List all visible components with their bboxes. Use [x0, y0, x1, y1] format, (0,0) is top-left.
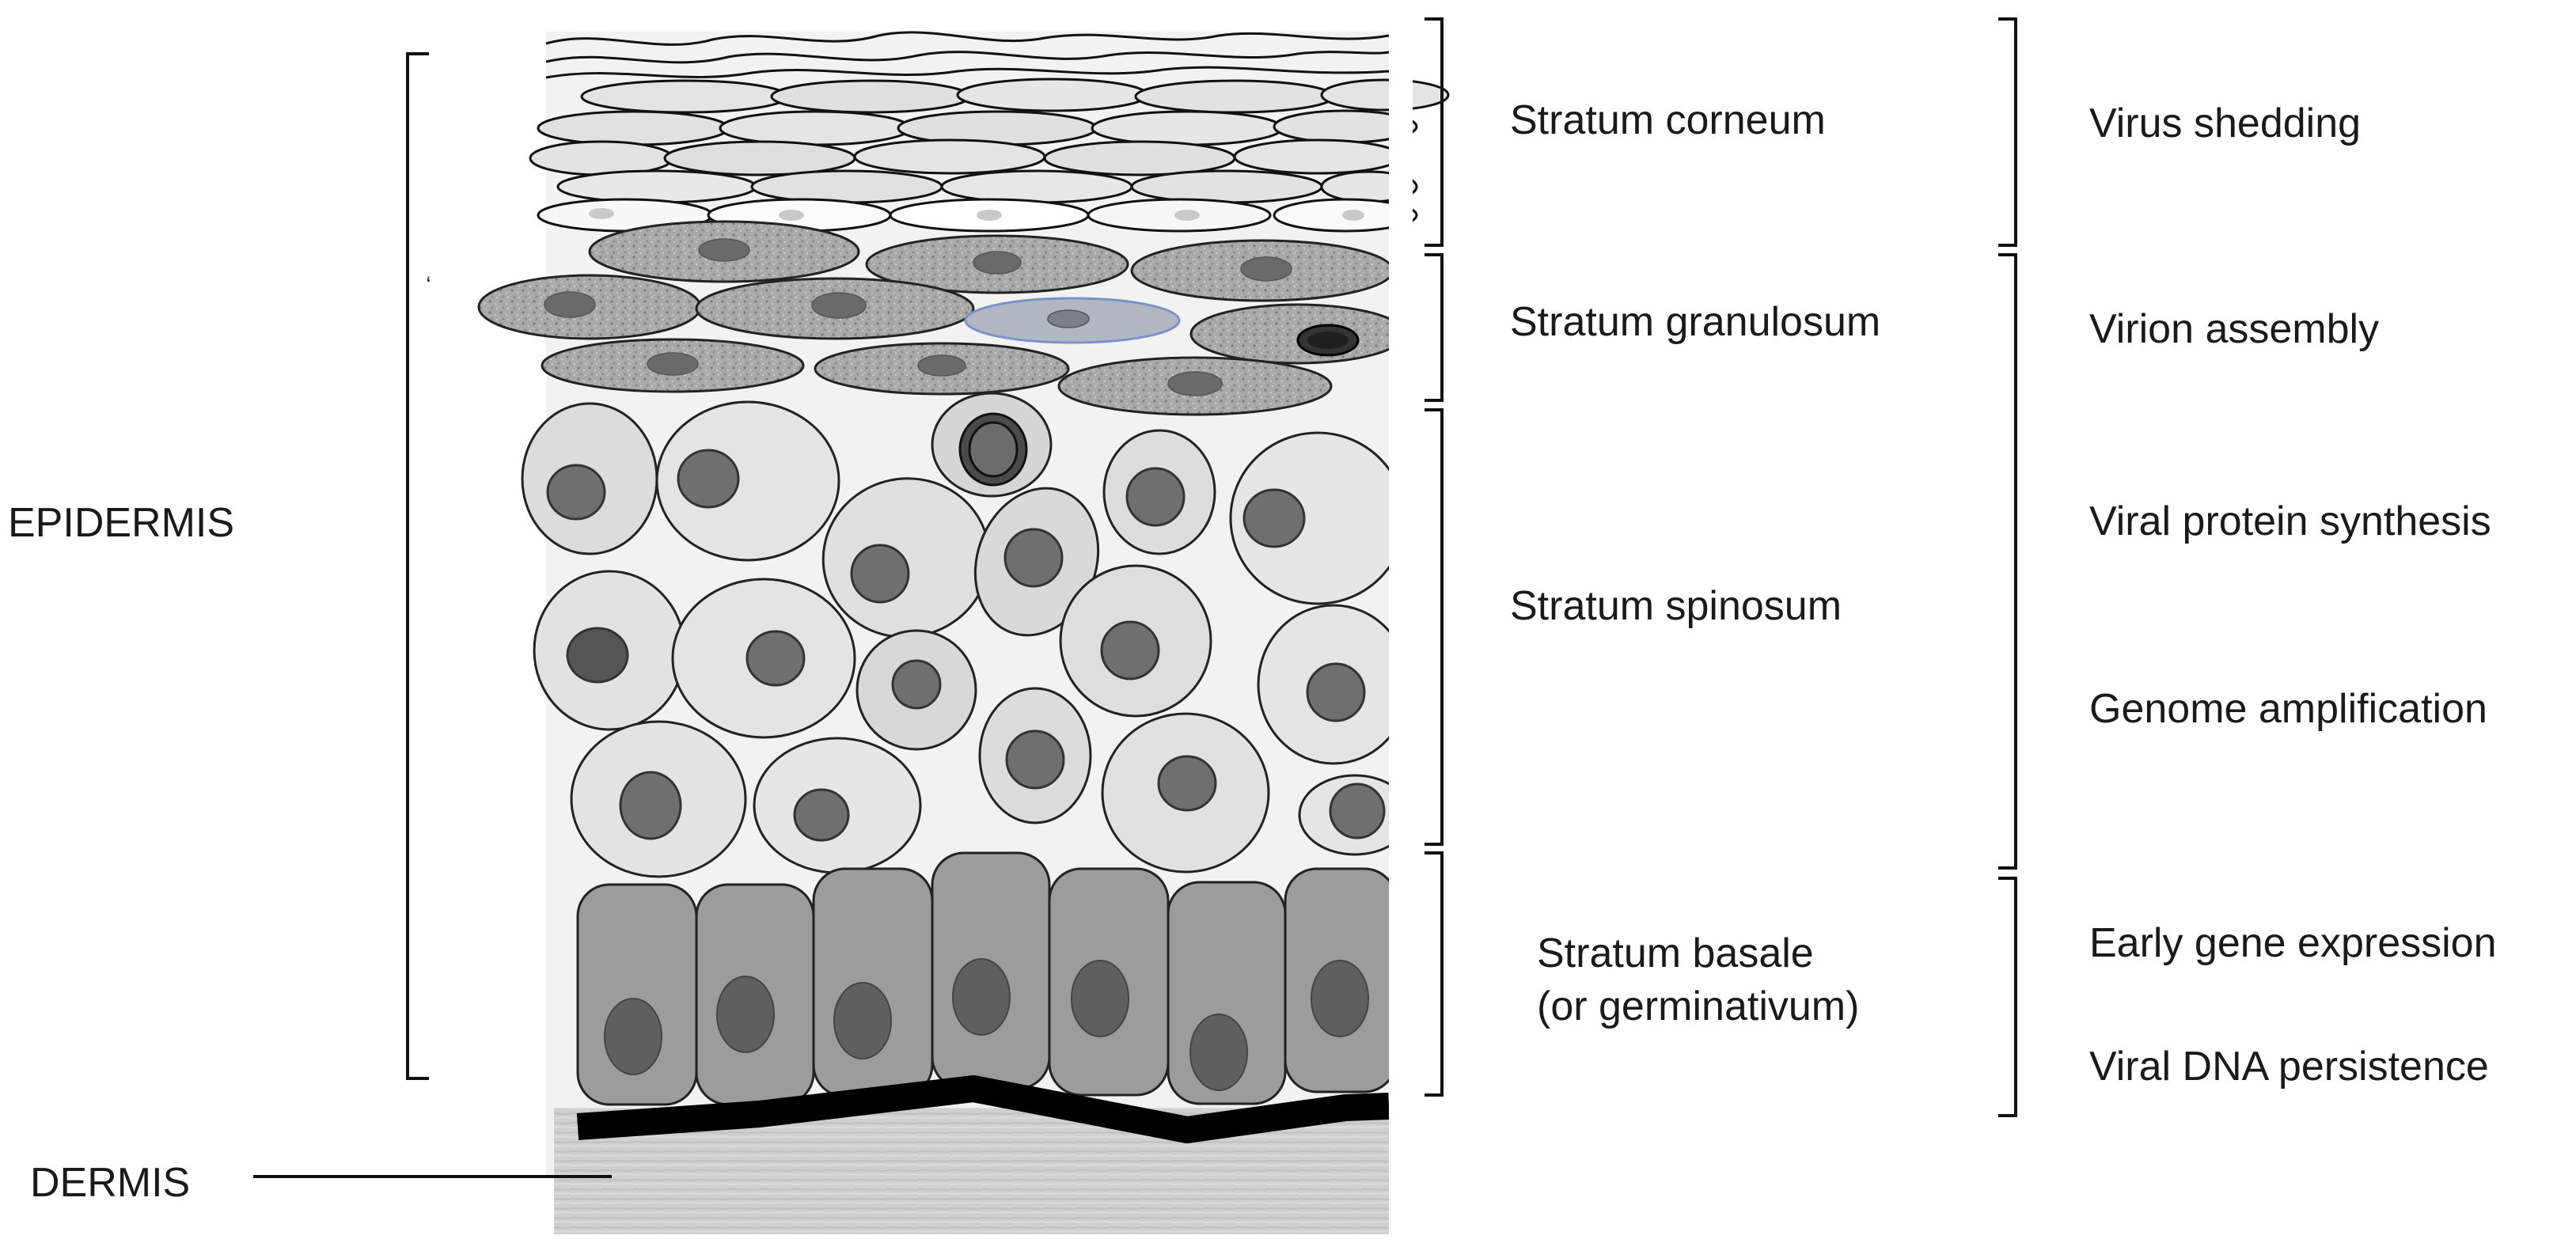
- corneum-cell: [1134, 79, 1335, 114]
- genome-amplification-label: Genome amplification: [2089, 686, 2487, 732]
- corneum-cell: [1320, 78, 1450, 112]
- basal-cell: [812, 867, 934, 1098]
- granular-cell: [1189, 303, 1406, 365]
- basal-nuclei: [604, 958, 1369, 1091]
- epidermis-bracket: [406, 52, 429, 1080]
- corneum-cell: [750, 169, 943, 204]
- spinous-nucleus-infected: [968, 421, 1019, 478]
- corneum-cell: [1091, 110, 1284, 146]
- corneum-cell: [663, 140, 856, 176]
- corneum-cell: [853, 138, 1046, 175]
- basal-infection-bracket: [1998, 877, 2017, 1117]
- early-gene-expression-label: Early gene expression: [2089, 920, 2497, 966]
- corneum-cell: [1233, 138, 1402, 175]
- spinosum-bracket: [1425, 408, 1444, 846]
- stratum-spinosum-label: Stratum spinosum: [1510, 583, 1842, 629]
- margin-cover-right: [1389, 0, 1413, 1243]
- corneum-cell: [940, 169, 1133, 204]
- stratum-basale-cells: [576, 851, 1398, 1106]
- corneum-cell: [770, 79, 971, 114]
- viral-dna-persistence-label: Viral DNA persistence: [2089, 1044, 2489, 1090]
- basale-bracket: [1425, 851, 1444, 1097]
- dermis-label: DERMIS: [30, 1160, 191, 1206]
- corneum-flake: [545, 66, 1390, 79]
- corneum-cell: [956, 78, 1149, 112]
- virus-shedding-label: Virus shedding: [2089, 100, 2362, 146]
- productive-bracket: [1998, 253, 2017, 870]
- corneum-remnant-nuclei: [589, 208, 1364, 221]
- granulosum-bracket: [1425, 253, 1444, 402]
- shedding-bracket: [1998, 17, 2017, 247]
- stratum-basale-line1: Stratum basale: [1537, 930, 1814, 976]
- corneum-cell: [537, 110, 730, 146]
- spinous-nuclei: [546, 449, 1386, 842]
- stratum-basale-label: Stratum basale (or germinativum): [1537, 927, 1859, 1033]
- stratum-granulosum-cells: [477, 220, 1406, 416]
- stratum-granulosum-label: Stratum granulosum: [1510, 299, 1881, 345]
- corneum-flake: [545, 31, 1390, 46]
- corneum-cell: [556, 169, 757, 204]
- spinous-cell: [655, 400, 840, 562]
- epidermis-label: EPIDERMIS: [8, 500, 235, 546]
- corneum-flake: [545, 51, 1390, 64]
- stray-mark: ‘: [426, 272, 431, 298]
- corneum-bracket: [1425, 17, 1444, 247]
- corneum-cell: [1130, 169, 1323, 204]
- stratum-corneum-label: Stratum corneum: [1510, 97, 1826, 143]
- dark-nucleus-inner: [1307, 332, 1349, 349]
- stratum-corneum-cells: [529, 31, 1450, 233]
- basement-membrane: [576, 1075, 1390, 1143]
- corneum-cell: [1043, 140, 1236, 176]
- stratum-basale-line2: (or germinativum): [1537, 983, 1860, 1029]
- granular-nuclei: [544, 238, 1292, 396]
- virion-assembly-label: Virion assembly: [2089, 306, 2380, 352]
- corneum-cell: [719, 110, 912, 146]
- viral-protein-synthesis-label: Viral protein synthesis: [2089, 498, 2491, 544]
- corneum-cell: [580, 79, 789, 114]
